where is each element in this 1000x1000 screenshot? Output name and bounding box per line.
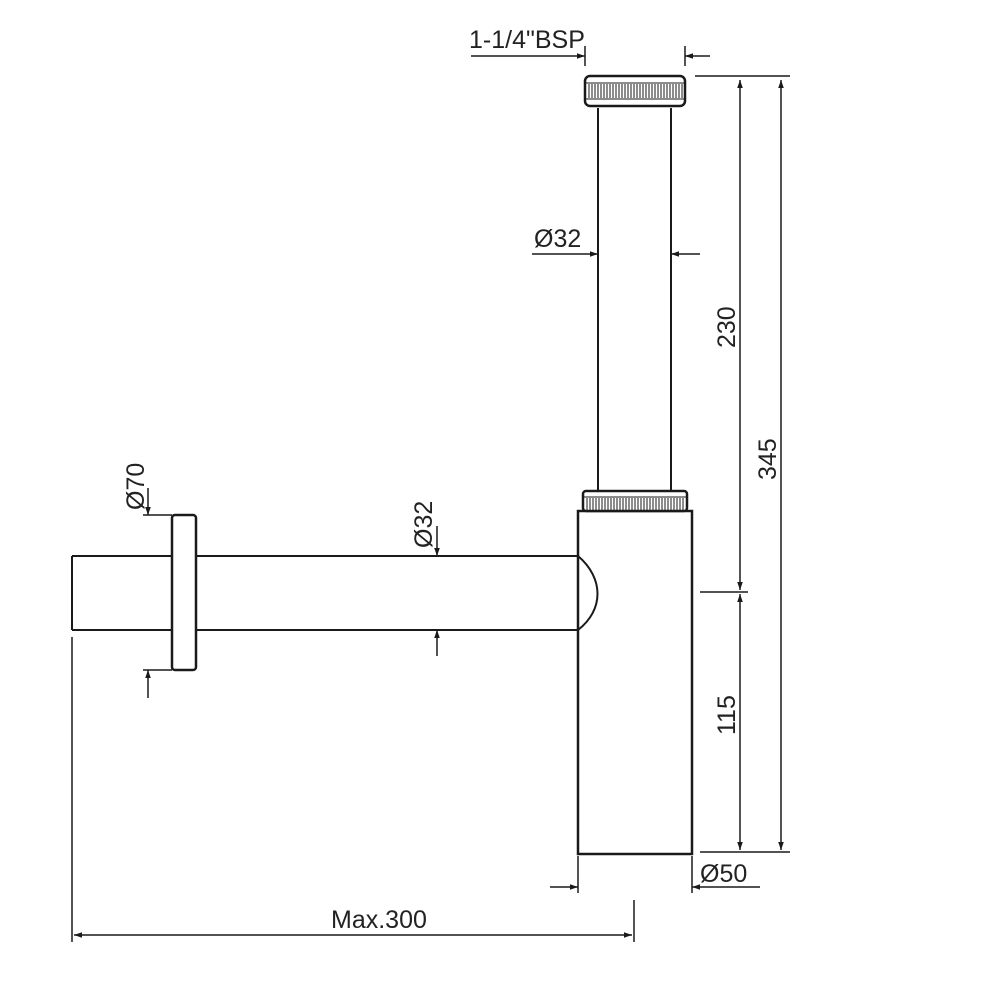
- horizontal-pipe-diameter-dimension: Ø32: [410, 501, 440, 656]
- trap-body: [576, 509, 694, 856]
- body-diameter-dimension: Ø50: [550, 856, 760, 893]
- top-tube-diameter-dimension: Ø32: [532, 225, 700, 257]
- vertical-tube: [597, 108, 672, 490]
- height-lower-dimension: 115: [713, 594, 743, 850]
- top-nut: [583, 74, 687, 108]
- thread-label: 1-1/4"BSP: [469, 26, 585, 54]
- height-upper-label: 230: [713, 306, 741, 348]
- top-tube-diameter-label: Ø32: [534, 225, 581, 253]
- height-total-label: 345: [754, 438, 782, 480]
- thread-dimension: 1-1/4"BSP: [469, 26, 710, 66]
- horizontal-pipe: [71, 555, 599, 631]
- flange-diameter-dimension: Ø70: [122, 463, 172, 698]
- max-length-dimension: Max.300: [71, 637, 635, 942]
- height-lower-label: 115: [713, 695, 741, 735]
- height-total-dimension: 345: [754, 80, 784, 850]
- middle-nut: [581, 489, 689, 513]
- height-extension-lines: [695, 75, 790, 853]
- height-upper-dimension: 230: [713, 80, 743, 590]
- flange-diameter-label: Ø70: [122, 463, 150, 510]
- horizontal-pipe-diameter-label: Ø32: [410, 501, 438, 548]
- body-diameter-label: Ø50: [700, 860, 747, 888]
- wall-flange: [170, 513, 198, 672]
- max-length-label: Max.300: [331, 906, 427, 934]
